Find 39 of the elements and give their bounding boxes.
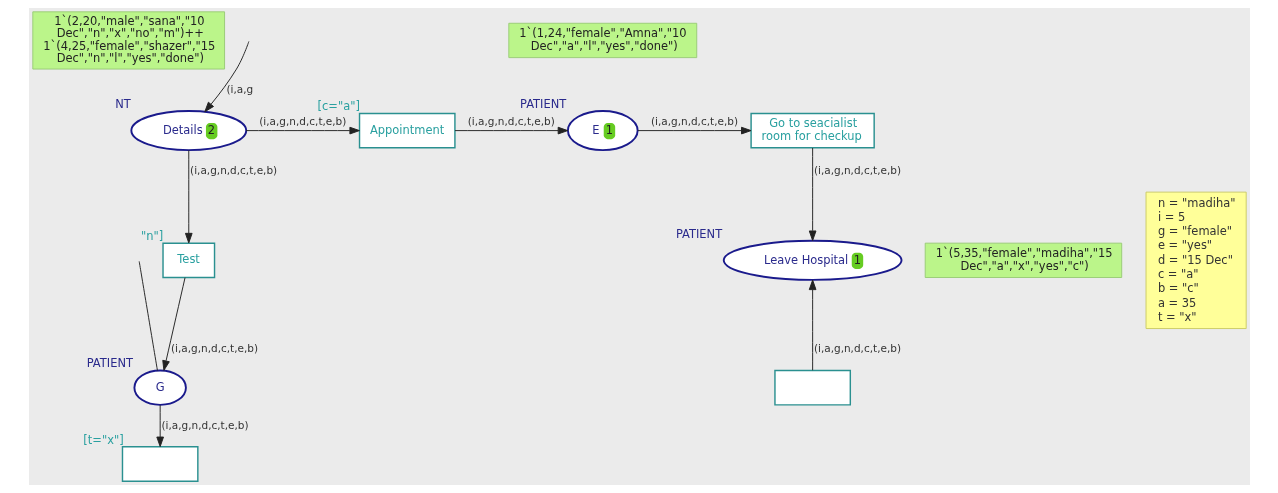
node-label: PATIENT xyxy=(86,356,133,371)
arrow xyxy=(161,277,185,371)
node-label: [t="x"] xyxy=(82,432,124,447)
node-label: PATIENT xyxy=(675,226,722,241)
node-box xyxy=(773,369,851,406)
arrow xyxy=(454,126,568,135)
node-label: PATIENT xyxy=(519,96,566,111)
edge-label: (i,a,g,n,d,c,t,e,b) xyxy=(467,114,555,127)
edge-label: (i,a,g,n,d,c,t,e,b) xyxy=(160,418,249,431)
node-box: 1`(2,20,"male","sana","10 Dec","n","x","no","m")++ 1`(4,25,"female","shazer","15 Dec","n","l","yes","done") xyxy=(31,11,225,70)
node-box: Appointment xyxy=(358,112,456,149)
node-label: NT xyxy=(114,96,131,111)
node-box: n = "madiha" i = 5 g = "female" e = "yes" d = "15 Dec" c = "a" b = "c" a = 35 t = "x" xyxy=(1145,191,1247,329)
node-box: 1`(5,35,"female","madiha","15 Dec","a","x","yes","c") xyxy=(924,242,1122,278)
edge-label: (i,a,g xyxy=(225,82,253,95)
arrow xyxy=(155,404,164,448)
arrow xyxy=(245,126,360,135)
arrow xyxy=(636,126,751,135)
arrow xyxy=(808,147,816,241)
arrow xyxy=(203,40,249,113)
connector xyxy=(138,260,158,371)
edge-label: (i,a,g,n,d,c,t,e,b) xyxy=(258,114,346,127)
edge-label: (i,a,g,n,d,c,t,e,b) xyxy=(813,163,901,176)
node-ellipse: Details 2 xyxy=(129,110,247,152)
node-box: Go to seacialist room for checkup xyxy=(749,112,875,149)
node-box xyxy=(121,446,199,482)
node-ellipse: G xyxy=(132,369,187,406)
node-ellipse: E 1 xyxy=(566,110,639,152)
edge-label: (i,a,g,n,d,c,t,e,b) xyxy=(170,342,258,355)
node-label: "n"] xyxy=(140,228,163,243)
node-label: [c="a"] xyxy=(317,99,360,114)
node-box: 1`(1,24,"female","Amna","10 Dec","a","l","yes","done") xyxy=(507,22,697,59)
arrow xyxy=(184,149,193,244)
edge-label: (i,a,g,n,d,c,t,e,b) xyxy=(650,114,738,127)
arrow xyxy=(808,279,816,371)
node-box: Test xyxy=(161,242,215,279)
edge-label: (i,a,g,n,d,c,t,e,b) xyxy=(813,342,901,355)
edge-label: (i,a,g,n,d,c,t,e,b) xyxy=(189,163,277,176)
node-ellipse: Leave Hospital 1 xyxy=(722,239,902,281)
